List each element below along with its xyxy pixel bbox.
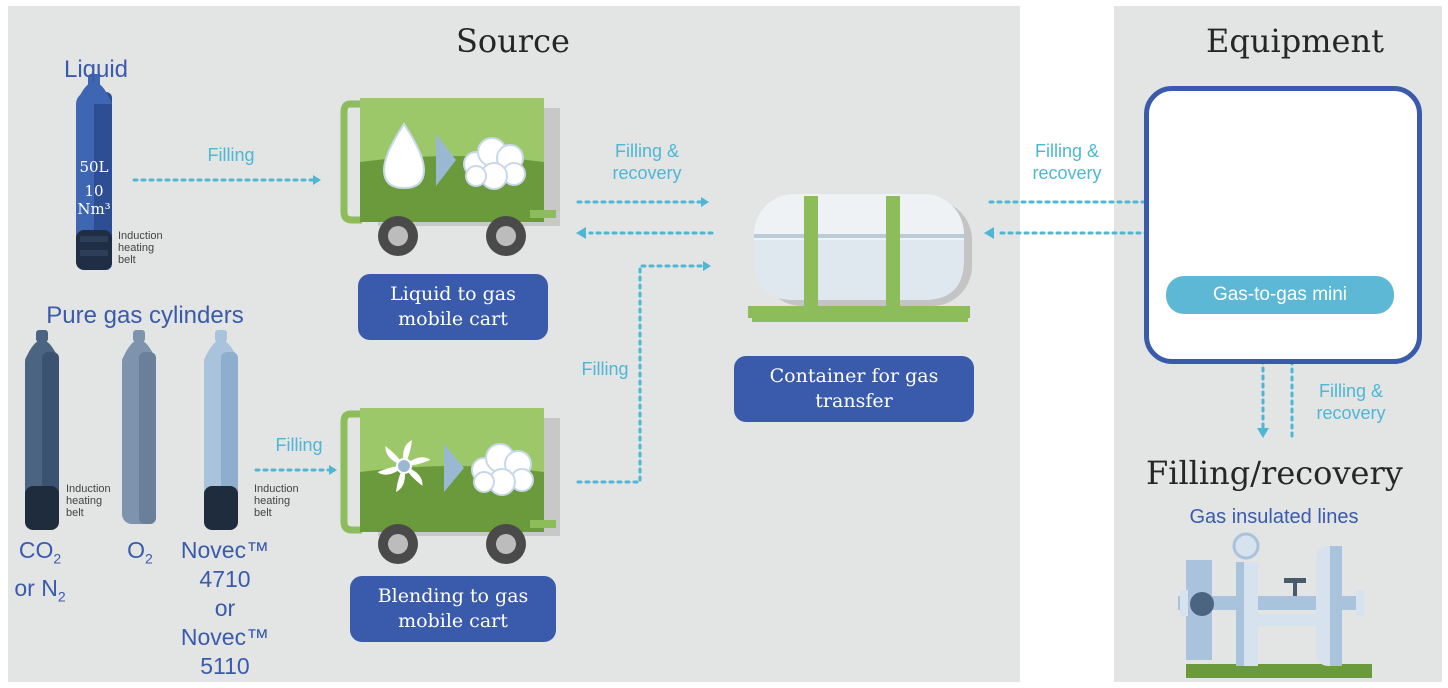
blending-cart-icon: [340, 408, 560, 564]
filling-recovery-section-title: Filling/recovery: [1146, 454, 1403, 492]
filling-recovery-equipment-label: Filling & recovery: [1032, 141, 1102, 183]
filling-recovery-lines-label: Filling & recovery: [1316, 381, 1386, 423]
liquid-cylinder-capacity-value: 10: [84, 182, 104, 200]
liquid-to-gas-cart-icon: [340, 98, 560, 256]
filling-recovery-cart-label: Filling & recovery: [612, 141, 682, 183]
liquid-cylinder-capacity-unit: Nm³: [77, 200, 111, 218]
filling-vertical-label: Filling: [581, 359, 629, 379]
co2-cylinder-icon: [25, 330, 59, 530]
liquid-cylinder-icon: [76, 74, 112, 270]
gas-to-gas-mini-label: Gas-to-gas mini: [1166, 276, 1394, 314]
arrowhead-left-icon: [576, 227, 586, 239]
flow-blending-to-container-arrow: [576, 261, 711, 484]
arrowhead-left-icon: [984, 227, 994, 239]
arrowhead-down-icon: [1257, 428, 1269, 438]
liquid-heating-belt-label: Induction heating belt: [118, 230, 163, 266]
novec-heating-belt-label: Induction heating belt: [254, 483, 299, 519]
novec-label: Novec™ 4710 or Novec™ 5110: [180, 537, 270, 679]
filling-liquid-label: Filling: [207, 145, 255, 165]
gas-insulated-lines-heading: Gas insulated lines: [1189, 506, 1359, 528]
equipment-box: [1144, 86, 1422, 364]
novec-cylinder-icon: [204, 330, 238, 530]
o2-label: O2: [127, 537, 153, 567]
equipment-section-title: Equipment: [1206, 22, 1384, 60]
o2-cylinder-icon: [122, 330, 156, 524]
source-section-title: Source: [456, 22, 570, 60]
filling-pure-label: Filling: [275, 435, 323, 455]
liquid-heading: Liquid: [63, 56, 129, 83]
pure-gas-heading: Pure gas cylinders: [46, 302, 244, 329]
liquid-cylinder-volume: 50L: [79, 158, 109, 176]
co2-label: CO2 or N2: [14, 537, 66, 605]
co2-heating-belt-label: Induction heating belt: [66, 483, 111, 519]
gas-container-icon: [748, 194, 972, 322]
gas-insulated-lines-icon: [1178, 532, 1372, 678]
